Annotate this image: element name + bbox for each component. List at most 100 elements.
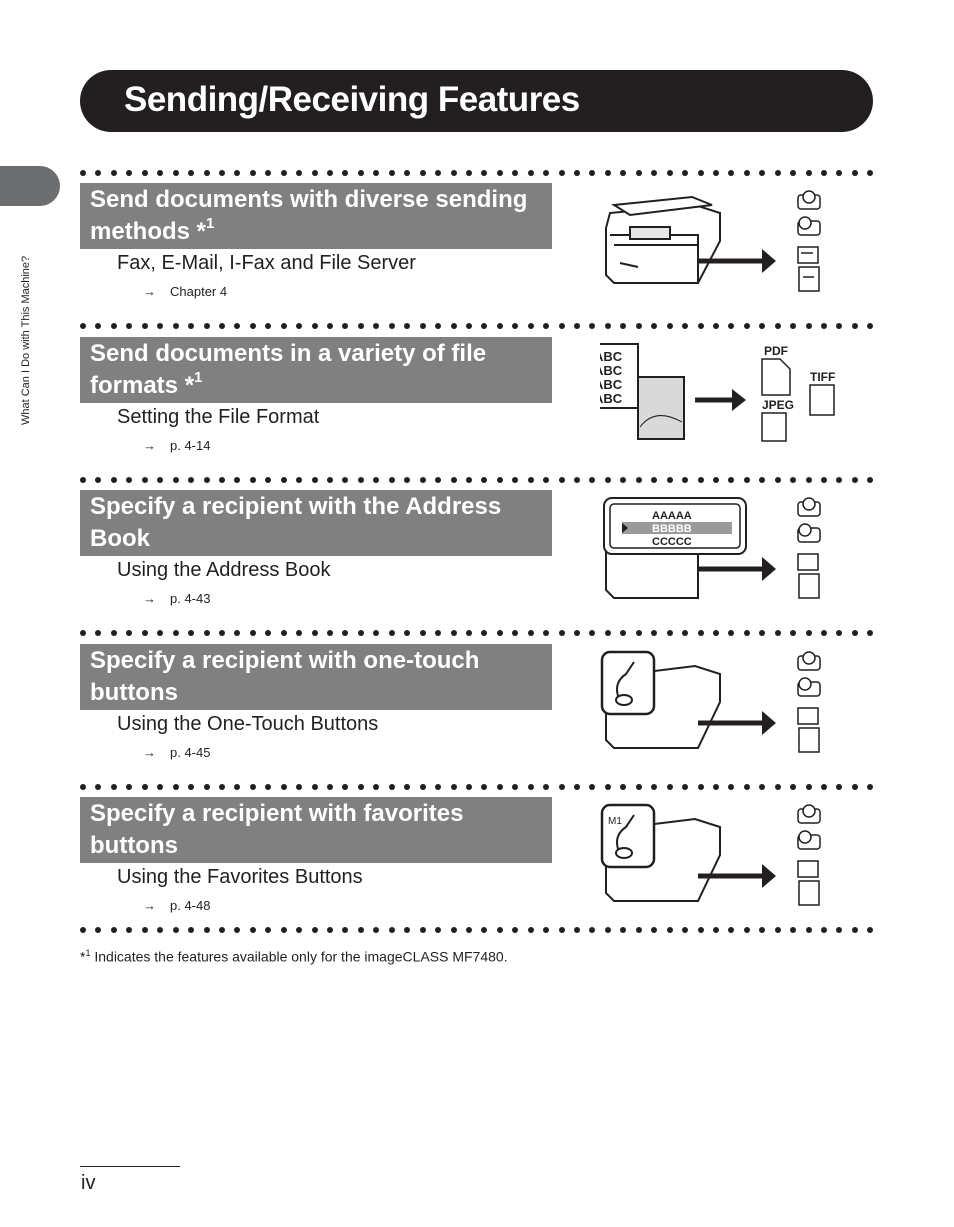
divider-dot (682, 927, 689, 933)
divider-dot (543, 784, 550, 790)
divider-dot (218, 323, 225, 329)
divider-dot (604, 323, 611, 329)
divider-dot (805, 323, 812, 329)
arrow-right-icon: → (143, 745, 156, 760)
divider-dot (95, 630, 102, 636)
divider-dot (651, 927, 658, 933)
divider-dot (496, 630, 503, 636)
divider-dot (821, 927, 827, 933)
divider-dot (620, 170, 627, 176)
section-subtitle: Using the One-Touch Buttons (117, 713, 379, 735)
divider-dot (203, 630, 210, 636)
divider-dot (527, 784, 534, 790)
divider-dot (527, 477, 534, 483)
divider-dot (342, 323, 349, 329)
divider-dot (759, 927, 766, 933)
divider-dot (419, 170, 426, 176)
document-text-line: ABC (600, 349, 623, 364)
divider-dot (126, 784, 133, 790)
divider-dot (126, 323, 133, 329)
one-touch-illustration (600, 644, 874, 764)
section-heading-box: Specify a recipient with the Address Boo… (80, 490, 552, 556)
divider-dot (697, 630, 704, 636)
divider-dot (373, 323, 380, 329)
dotted-divider (80, 477, 874, 483)
section-subtitle: Using the Favorites Buttons (117, 866, 363, 888)
address-entry: CCCCC (652, 536, 692, 548)
divider-dot (836, 477, 843, 483)
divider-dot (574, 630, 580, 636)
reference-link[interactable]: →p. 4-48 (143, 898, 210, 913)
document-text-line: ABC (600, 391, 623, 406)
divider-dot (404, 630, 411, 636)
divider-dot (296, 477, 303, 483)
feature-section-one-touch: Specify a recipient with one-touch butto… (80, 644, 874, 784)
divider-dot (327, 170, 333, 176)
section-heading-box: Send documents with diverse sending meth… (80, 183, 552, 249)
divider-dot (265, 630, 272, 636)
divider-dot (651, 170, 658, 176)
divider-dot (357, 927, 364, 933)
divider-dot (157, 927, 164, 933)
favorites-button-label: M1 (608, 816, 622, 827)
divider-dot (450, 630, 457, 636)
dotted-divider (80, 927, 874, 933)
divider-dot (851, 927, 858, 933)
reference-link[interactable]: →Chapter 4 (143, 284, 227, 299)
divider-dot (774, 170, 781, 176)
divider-dot (296, 927, 303, 933)
document-text-line: ABC (600, 377, 623, 392)
divider-dot (435, 323, 442, 329)
feature-section-favorites: Specify a recipient with favorites butto… (80, 797, 874, 937)
reference-link[interactable]: →p. 4-45 (143, 745, 210, 760)
divider-dot (80, 323, 86, 329)
divider-dot (821, 784, 827, 790)
divider-dot (496, 927, 503, 933)
divider-dot (203, 170, 210, 176)
reference-link[interactable]: →p. 4-43 (143, 591, 210, 606)
divider-dot (836, 784, 843, 790)
divider-dot (558, 630, 565, 636)
divider-dot (728, 927, 735, 933)
divider-dot (712, 170, 719, 176)
divider-dot (527, 927, 534, 933)
divider-dot (311, 784, 318, 790)
divider-dot (604, 170, 611, 176)
divider-dot (249, 927, 256, 933)
divider-dot (651, 477, 658, 483)
reference-text: p. 4-43 (170, 591, 211, 606)
divider-dot (743, 170, 750, 176)
divider-dot (435, 630, 442, 636)
divider-dot (635, 323, 642, 329)
reference-link[interactable]: →p. 4-14 (143, 438, 210, 453)
divider-dot (697, 477, 704, 483)
divider-dot (404, 477, 411, 483)
divider-dot (342, 477, 349, 483)
divider-dot (373, 784, 380, 790)
divider-dot (712, 784, 719, 790)
pdf-file-icon (761, 358, 791, 396)
divider-dot (265, 927, 272, 933)
divider-dot (80, 927, 86, 933)
finger-press-icon (600, 803, 656, 869)
divider-dot (373, 170, 380, 176)
divider-dot (280, 784, 287, 790)
divider-dot (203, 927, 210, 933)
divider-dot (280, 630, 287, 636)
printer-icon (605, 549, 699, 599)
divider-dot (157, 784, 164, 790)
divider-dot (543, 323, 550, 329)
divider-dot (296, 630, 303, 636)
chapter-side-tab (0, 166, 60, 206)
divider-dot (234, 784, 241, 790)
divider-dot (759, 784, 766, 790)
divider-dot (342, 170, 349, 176)
divider-dot (496, 170, 503, 176)
address-entry: BBBBB (652, 523, 692, 535)
divider-dot (620, 630, 627, 636)
fax-icon (797, 804, 821, 906)
divider-dot (558, 927, 565, 933)
divider-dot (95, 927, 102, 933)
divider-dot (697, 323, 704, 329)
divider-dot (110, 323, 117, 329)
